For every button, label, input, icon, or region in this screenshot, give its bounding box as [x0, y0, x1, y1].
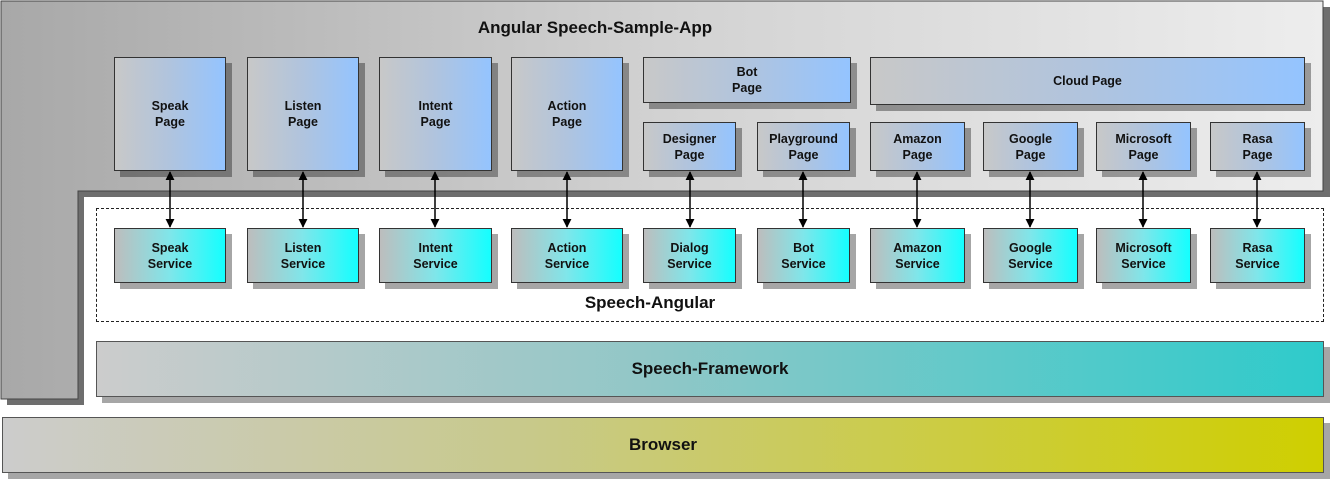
speech-angular-group [96, 208, 1324, 322]
amazon-page: Amazon Page [870, 122, 965, 171]
rasa-service: Rasa Service [1210, 228, 1305, 283]
intent-service: Intent Service [379, 228, 492, 283]
listen-page: Listen Page [247, 57, 359, 171]
speech-framework-title: Speech-Framework [631, 359, 789, 378]
app-title: Angular Speech-Sample-App [477, 18, 713, 37]
browser-layer: Browser [2, 417, 1324, 473]
cloud-page: Cloud Page [870, 57, 1305, 105]
speech-angular-title: Speech-Angular [584, 293, 716, 312]
listen-service: Listen Service [247, 228, 359, 283]
speech-framework-layer: Speech-Framework [96, 341, 1324, 397]
microsoft-page: Microsoft Page [1096, 122, 1191, 171]
google-service: Google Service [983, 228, 1078, 283]
dialog-service: Dialog Service [643, 228, 736, 283]
rasa-page: Rasa Page [1210, 122, 1305, 171]
intent-page: Intent Page [379, 57, 492, 171]
speak-page: Speak Page [114, 57, 226, 171]
bot-page: Bot Page [643, 57, 851, 103]
bot-service: Bot Service [757, 228, 850, 283]
playground-page: Playground Page [757, 122, 850, 171]
designer-page: Designer Page [643, 122, 736, 171]
google-page: Google Page [983, 122, 1078, 171]
amazon-service: Amazon Service [870, 228, 965, 283]
action-service: Action Service [511, 228, 623, 283]
action-page: Action Page [511, 57, 623, 171]
speak-service: Speak Service [114, 228, 226, 283]
microsoft-service: Microsoft Service [1096, 228, 1191, 283]
browser-title: Browser [628, 435, 698, 454]
